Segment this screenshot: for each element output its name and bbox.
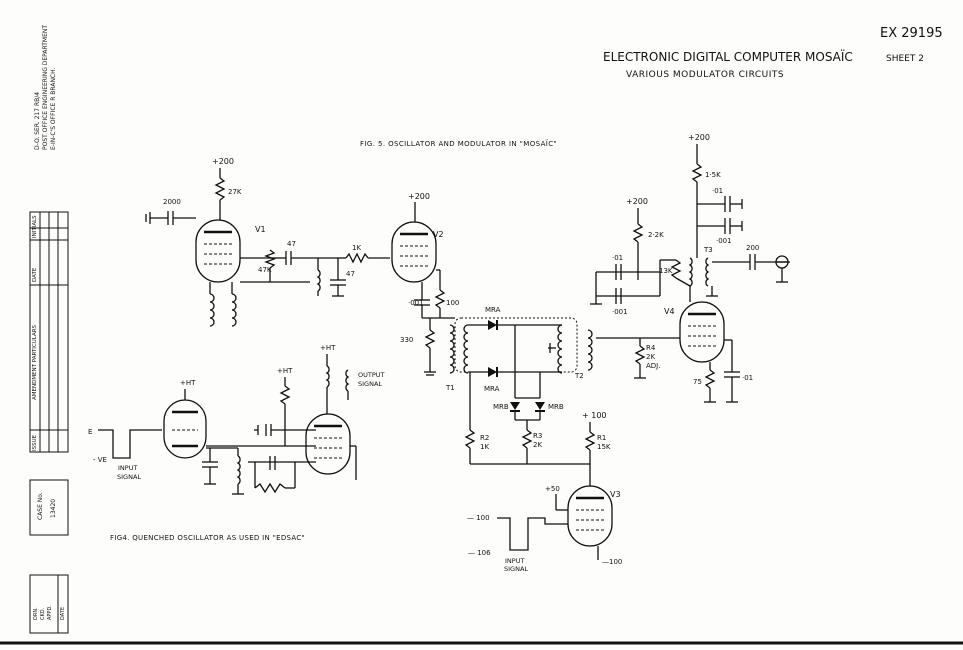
r3-label: R3 (533, 432, 542, 440)
r13k-label: 13K (659, 267, 673, 275)
mra-top-label: MRA (485, 306, 501, 314)
case-number: 13420 (50, 499, 57, 518)
c2000-label: 2000 (163, 198, 181, 206)
c001c-label: ·001 (716, 237, 732, 245)
mrb-right-label: MRB (548, 403, 564, 411)
fig4-ve-label: - VE (93, 456, 107, 464)
v1-tube (195, 219, 241, 283)
col-initials: INITIALS (32, 215, 38, 238)
drawing-subtitle: VARIOUS MODULATOR CIRCUITS (626, 70, 785, 80)
appd-label: APPD. (47, 605, 53, 620)
fig4-input-label: INPUT (118, 464, 137, 472)
c200-label: 200 (746, 244, 759, 252)
fig4-circuit: E - VE INPUT SIGNAL +HT (88, 344, 385, 495)
mrb-left-label: MRB (493, 403, 509, 411)
v3-input-high: — 100 (467, 514, 490, 522)
r4-label: R4 (646, 344, 656, 352)
c001a-label: ·001 (408, 299, 424, 307)
fig4-ht-b-label: +HT (277, 367, 293, 375)
v1-stage: +200 27K 2000 V1 (145, 157, 390, 327)
c01b-label: ·01 (712, 187, 723, 195)
r1-value: 15K (597, 443, 611, 451)
fig4-osignal-label: SIGNAL (358, 380, 382, 388)
c01c-label: ·01 (742, 374, 753, 382)
fig4-e-label: E (88, 428, 92, 436)
r1-label: R1 (597, 434, 606, 442)
t2-label: T2 (574, 372, 584, 380)
v3-screen-label: +50 (545, 485, 560, 493)
col-issue: ISSUE (32, 434, 38, 451)
approval-box: DRN. CKD. APPD. DATE (29, 574, 69, 634)
r1k-label: 1K (352, 244, 361, 252)
r15k-label: 1·5K (705, 171, 721, 179)
v2-supply-label: +200 (408, 192, 430, 201)
fig4-ht-a-label: +HT (180, 379, 196, 387)
date-label: DATE (60, 607, 66, 620)
fig4-signal-label: SIGNAL (117, 473, 141, 481)
v2-tube (391, 221, 437, 283)
v1-label: V1 (255, 225, 266, 234)
v3-input-label: INPUT (505, 557, 524, 565)
r330-label: 330 (400, 336, 413, 344)
case-number-box: CASE No. 13420 (29, 479, 69, 536)
r75-label: 75 (693, 378, 702, 386)
col-particulars: AMENDMENT PARTICULARS (32, 324, 38, 400)
v4-supply-a-label: +200 (626, 197, 648, 206)
c001b-label: ·001 (612, 308, 628, 316)
v3-signal-label: SIGNAL (504, 565, 528, 573)
fig4-ht-c-label: +HT (320, 344, 336, 352)
v4-stage: R4 2K ADJ. +200 2·2K ·01 ·001 (590, 133, 790, 403)
fig4-caption: FIG4. QUENCHED OSCILLATOR AS USED IN "ED… (110, 534, 305, 542)
case-label: CASE No. (37, 492, 44, 520)
v2-stage: +200 V2 100 ·001 330 (391, 192, 459, 376)
c47a-label: 47 (287, 240, 296, 248)
t3-label: T3 (703, 246, 713, 254)
r100-label: 100 (446, 299, 459, 307)
v3-cathode-label: —100 (602, 558, 622, 566)
r4-adj-label: ADJ. (646, 362, 660, 370)
t1-label: T1 (445, 384, 455, 392)
v3-stage: + 100 R1 15K V3 +50 —100 — 100 — 106 INP… (467, 411, 622, 573)
v4-tube (679, 301, 725, 363)
r47k-label: 47K (258, 266, 272, 274)
v3-label: V3 (610, 490, 621, 499)
drn-label: DRN. (33, 607, 39, 620)
amendment-table: ISSUE AMENDMENT PARTICULARS DATE INITIAL… (29, 211, 69, 453)
fig4-tube-b (305, 413, 351, 475)
mra-bottom-label: MRA (484, 385, 500, 393)
r3-value: 2K (533, 441, 542, 449)
v2-label: V2 (433, 230, 444, 239)
drawing-reference: EX 29195 (880, 26, 943, 41)
v3-tube (567, 485, 613, 547)
c01a-label: ·01 (612, 254, 623, 262)
v3-supply-label: + 100 (582, 411, 607, 420)
r2-label: R2 (480, 434, 489, 442)
ckd-label: CKD. (40, 607, 46, 620)
fig4-output-label: OUTPUT (358, 371, 385, 379)
fig5-caption: FIG. 5. OSCILLATOR AND MODULATOR IN "MOS… (360, 139, 557, 148)
col-date: DATE (32, 267, 38, 282)
drawing-title: ELECTRONIC DIGITAL COMPUTER MOSAÏC (603, 50, 853, 64)
r4-value: 2K (646, 353, 655, 361)
fig4-tube-a (163, 399, 207, 459)
r27k-label: 27K (228, 188, 242, 196)
modulator-bridge: T1 MRA MRA T2 (445, 306, 593, 465)
v3-input-low: — 106 (468, 549, 491, 557)
sheet-number: SHEET 2 (886, 54, 924, 64)
r22k-label: 2·2K (648, 231, 664, 239)
v1-supply-label: +200 (212, 157, 234, 166)
v4-supply-b-label: +200 (688, 133, 710, 142)
v4-label: V4 (664, 307, 675, 316)
c47b-label: 47 (346, 270, 355, 278)
r2-value: 1K (480, 443, 489, 451)
